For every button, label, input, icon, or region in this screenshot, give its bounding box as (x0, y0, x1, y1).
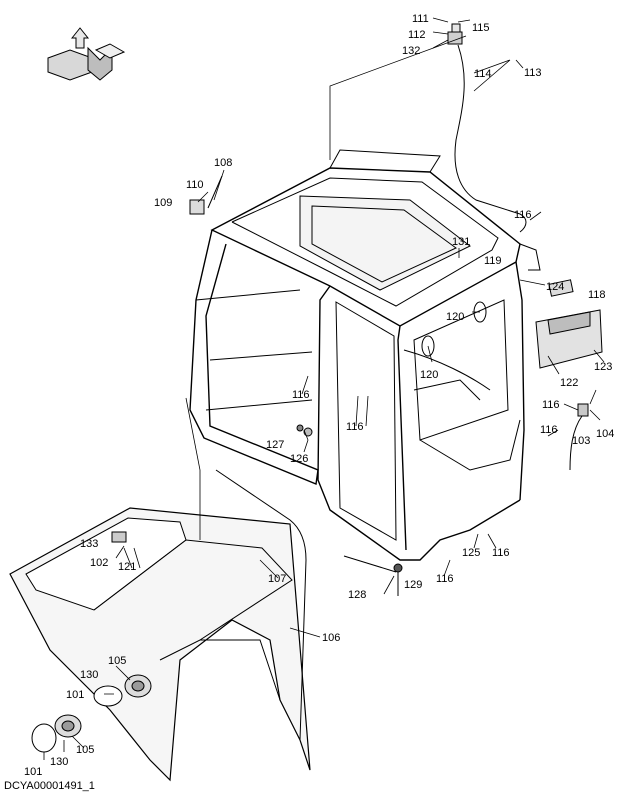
callout-114: 114 (474, 68, 492, 80)
speaker-105-lower (54, 714, 82, 738)
callout-126: 126 (290, 453, 308, 465)
callout-130-a: 130 (80, 669, 98, 681)
callout-101-b: 101 (24, 766, 42, 778)
callout-121: 121 (118, 561, 136, 573)
cab-frame (189, 149, 541, 561)
callout-129: 129 (404, 579, 422, 591)
callout-110: 110 (186, 179, 204, 191)
leader-lines (43, 17, 605, 760)
callout-111: 111 (412, 13, 429, 25)
callout-131: 131 (452, 236, 470, 248)
callout-112: 112 (408, 29, 426, 41)
callout-116-e: 116 (346, 421, 364, 433)
rod-128 (343, 555, 403, 596)
callout-107: 107 (268, 573, 286, 585)
callout-125: 125 (462, 547, 480, 559)
callout-109: 109 (154, 197, 172, 209)
document-id: DCYA00001491_1 (4, 780, 95, 792)
callout-labels: 111 115 112 132 114 113 108 110 109 116 … (24, 13, 614, 778)
wire-107 (215, 469, 307, 741)
callout-103: 103 (572, 435, 590, 447)
clip-127 (296, 424, 304, 432)
callout-116-a: 116 (514, 209, 532, 221)
callout-106: 106 (322, 632, 340, 644)
callout-116-f: 116 (492, 547, 510, 559)
callout-119: 119 (484, 255, 502, 267)
callout-101-a: 101 (66, 689, 84, 701)
orientation-icon (47, 27, 126, 81)
callout-128: 128 (348, 589, 366, 601)
callout-116-b: 116 (542, 399, 560, 411)
callout-127: 127 (266, 439, 284, 451)
headliner-106 (9, 507, 311, 782)
callout-120-b: 120 (420, 369, 438, 381)
callout-132: 132 (402, 45, 420, 57)
bracket-109 (189, 175, 223, 215)
callout-124: 124 (546, 281, 564, 293)
callout-133: 133 (80, 538, 98, 550)
callout-123: 123 (594, 361, 612, 373)
speaker-105-upper (124, 674, 152, 698)
callout-120-a: 120 (446, 311, 464, 323)
callout-122: 122 (560, 377, 578, 389)
callout-116-c: 116 (540, 424, 558, 436)
grille-130-upper (93, 685, 123, 707)
clip-102 (111, 531, 127, 543)
rear-wire-harness (447, 23, 527, 233)
callout-105-b: 105 (76, 744, 94, 756)
callout-113: 113 (524, 67, 542, 79)
callout-115: 115 (472, 22, 490, 34)
callout-116-g: 116 (436, 573, 454, 585)
callout-102: 102 (90, 557, 108, 569)
grille-130-lower (31, 723, 57, 753)
callout-116-d: 116 (292, 389, 310, 401)
callout-118: 118 (588, 289, 606, 301)
callout-108: 108 (214, 157, 232, 169)
callout-105-a: 105 (108, 655, 126, 667)
side-cover-118 (535, 279, 603, 369)
callout-130-b: 130 (50, 756, 68, 768)
callout-104: 104 (596, 428, 614, 440)
